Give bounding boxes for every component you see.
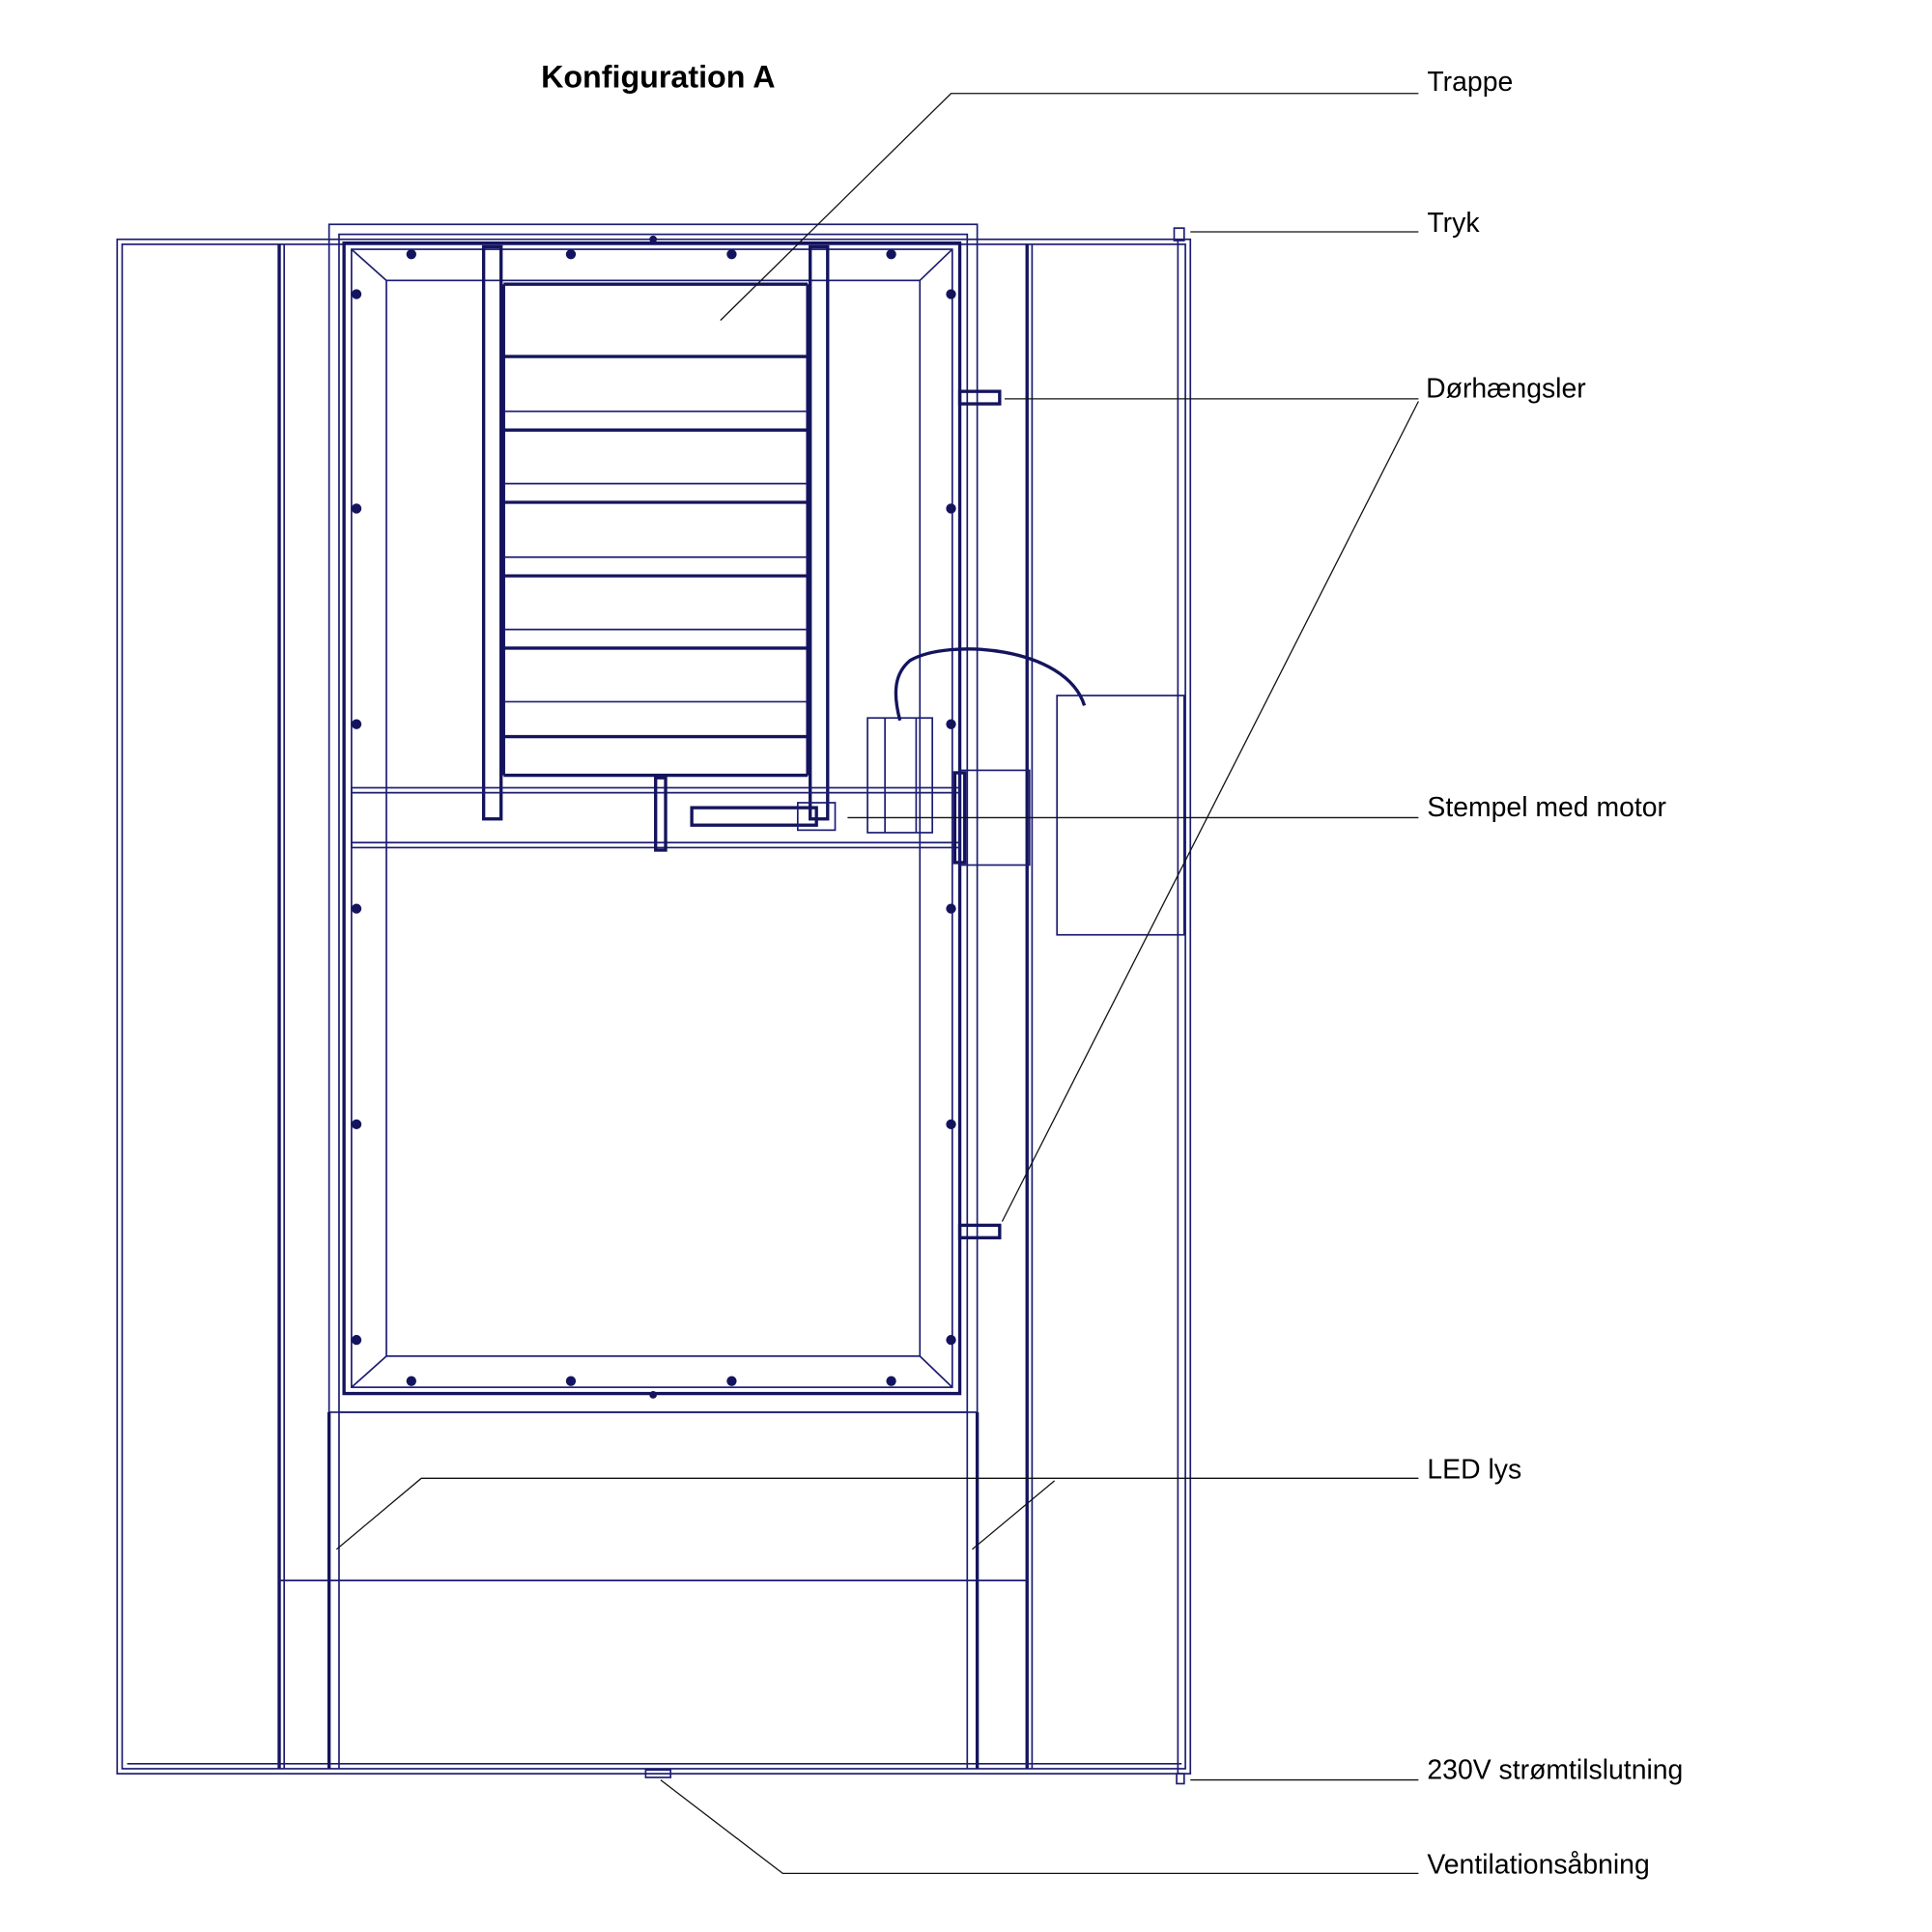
side-panel-box (1056, 695, 1185, 936)
label-stempel-med-motor: Stempel med motor (1427, 792, 1666, 823)
vent-opening (644, 1769, 672, 1778)
label-tryk: Tryk (1427, 208, 1480, 239)
door-frame (327, 223, 980, 1769)
label-power-connection: 230V strømtilslutning (1427, 1754, 1683, 1785)
bolts (351, 235, 956, 1399)
label-led-lys: LED lys (1427, 1454, 1521, 1485)
ladder (481, 244, 830, 821)
label-ventilation: Ventilationsåbning (1427, 1849, 1649, 1880)
piston-motor (351, 647, 1087, 867)
label-dorhaengsler: Dørhængsler (1426, 374, 1586, 405)
label-trappe: Trappe (1427, 67, 1513, 98)
outer-cabinet (116, 227, 1192, 1785)
hinges (957, 389, 1002, 1239)
diagram-title: Konfiguration A (541, 59, 775, 94)
leader-lines (335, 93, 1419, 1874)
